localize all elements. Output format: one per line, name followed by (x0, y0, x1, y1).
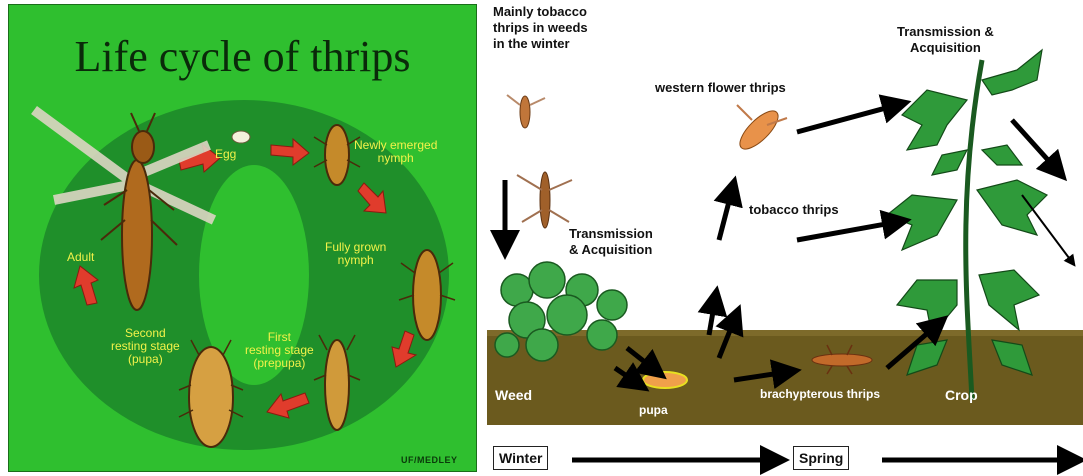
season-spring-box: Spring (793, 446, 849, 470)
western-flower-thrips-icon (734, 105, 787, 155)
newly-emerged-nymph-label: Newly emerged nymph (354, 139, 437, 165)
transmission-top-label: Transmission & Acquisition (897, 24, 994, 56)
weed-label: Weed (495, 387, 532, 403)
transmitting-thrips-icon (517, 172, 572, 228)
image-credit: UF/MEDLEY (401, 455, 458, 465)
crop-label: Crop (945, 387, 978, 403)
egg-label: Egg (215, 148, 236, 161)
transmission-left-label: Transmission & Acquisition (569, 226, 653, 258)
second-resting-stage-label: Second resting stage (pupa) (111, 327, 180, 366)
western-flower-thrips-label: western flower thrips (655, 80, 786, 96)
tobacco-thrips-label: tobacco thrips (749, 202, 839, 218)
arrow-western-to-crop (797, 105, 897, 132)
first-resting-stage-label: First resting stage (prepupa) (245, 331, 314, 370)
pupa-thrips-icon (643, 372, 687, 388)
fully-grown-nymph-label: Fully grown nymph (325, 241, 386, 267)
life-cycle-title: Life cycle of thrips (9, 31, 476, 82)
egg-icon (232, 131, 250, 143)
pupa-label: pupa (639, 403, 668, 417)
adult-label: Adult (67, 251, 94, 264)
arrow-to-western (719, 190, 732, 240)
winter-note-label: Mainly tobacco thrips in weeds in the wi… (493, 4, 588, 52)
arrow-pupa-up-1 (709, 300, 715, 335)
thrips-life-cycle-panel: Life cycle of thrips Egg Newly emerged n… (8, 4, 477, 472)
arrow-tobacco-to-crop (797, 222, 897, 240)
brachypterous-thrips-label: brachypterous thrips (760, 387, 880, 401)
virus-transmission-panel: Mainly tobacco thrips in weeds in the wi… (487, 0, 1083, 476)
season-winter-box: Winter (493, 446, 548, 470)
winter-thrips-icon (507, 95, 545, 128)
